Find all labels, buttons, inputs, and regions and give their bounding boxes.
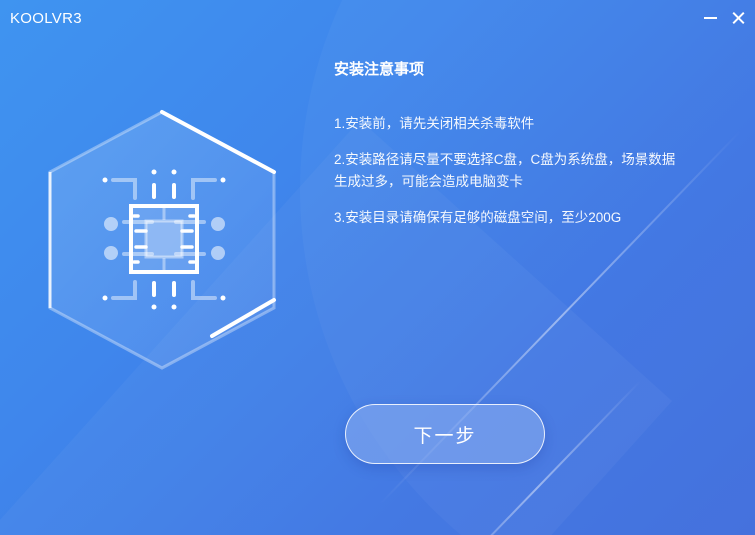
notes-heading: 安装注意事项 — [334, 61, 425, 78]
install-notes: 安装注意事项 1.安装前，请先关闭相关杀毒软件 2.安装路径请尽量不要选择C盘，… — [334, 58, 684, 243]
close-button[interactable] — [728, 6, 750, 28]
cpu-illustration — [48, 110, 276, 370]
window-title: KOOLVR3 — [10, 10, 82, 27]
note-item: 3.安装目录请确保有足够的磁盘空间，至少200G — [334, 210, 622, 225]
minimize-button[interactable] — [699, 6, 721, 28]
note-item: 2.安装路径请尽量不要选择C盘，C盘为系统盘，场景数据生成过多，可能会造成电脑变… — [334, 152, 676, 189]
cpu-chip-icon — [102, 169, 226, 310]
note-item: 1.安装前，请先关闭相关杀毒软件 — [334, 116, 535, 131]
next-step-button[interactable]: 下一步 — [345, 404, 545, 464]
hexagon-frame — [48, 110, 276, 370]
